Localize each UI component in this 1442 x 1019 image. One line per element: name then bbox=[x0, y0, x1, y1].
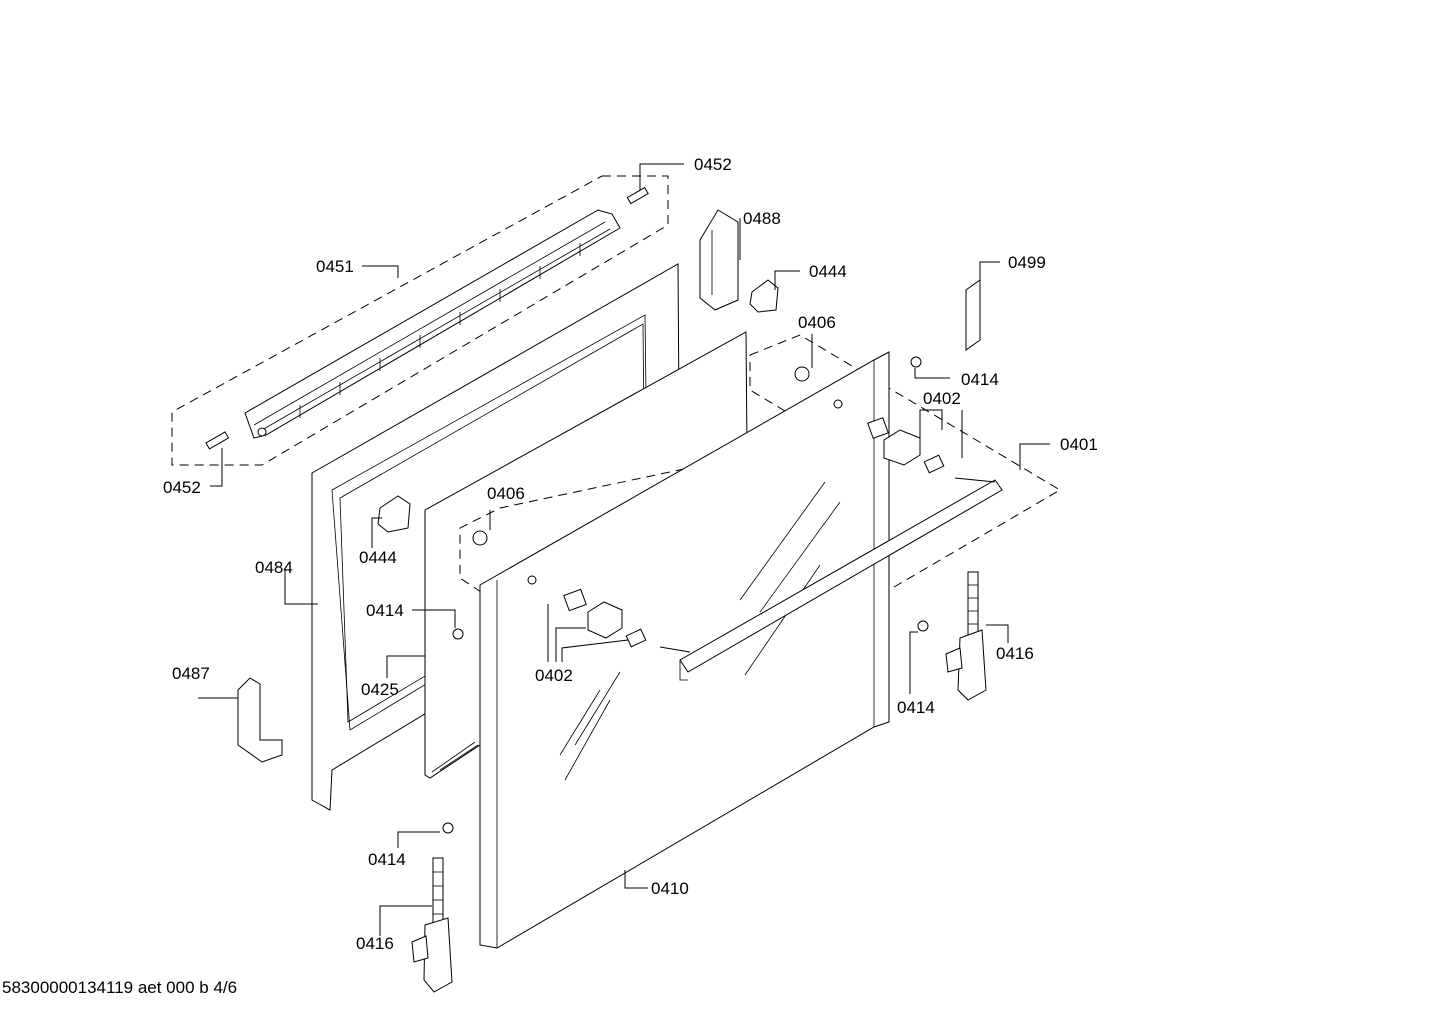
label-0414-right: 0414 bbox=[961, 370, 999, 389]
cap-0414-bottom bbox=[442, 822, 454, 834]
label-0402-right: 0402 bbox=[923, 389, 961, 408]
label-0402-mid: 0402 bbox=[535, 666, 573, 685]
door-glass-group-outline bbox=[459, 334, 1061, 719]
clip-0444-top bbox=[749, 279, 779, 313]
leader-lines bbox=[198, 163, 1050, 936]
label-0488: 0488 bbox=[743, 209, 781, 228]
bracket-0488 bbox=[699, 209, 739, 311]
clip-0444-mid bbox=[377, 495, 411, 533]
label-0484: 0484 bbox=[255, 558, 293, 577]
label-0414-lowright: 0414 bbox=[897, 698, 935, 717]
label-0425: 0425 bbox=[361, 680, 399, 699]
bracket-0402-right bbox=[867, 417, 945, 474]
pin-0452-top bbox=[626, 186, 649, 205]
trim-strip-0451 bbox=[244, 209, 621, 439]
hinge-0416-right bbox=[945, 571, 987, 701]
label-0406-top: 0406 bbox=[798, 313, 836, 332]
document-footer-id: 58300000134119 aet 000 b 4/6 bbox=[2, 978, 238, 997]
cap-0414-lowright bbox=[917, 620, 929, 632]
label-0452-top: 0452 bbox=[694, 155, 732, 174]
part-labels: 0452 0488 0451 0444 0499 0406 0414 0402 … bbox=[163, 155, 1098, 953]
spacer-0406-mid bbox=[472, 530, 488, 546]
trim-strip-group-outline bbox=[171, 175, 669, 466]
label-0487: 0487 bbox=[172, 664, 210, 683]
label-0414-bottom: 0414 bbox=[368, 850, 406, 869]
label-0452-left: 0452 bbox=[163, 478, 201, 497]
label-0406-mid: 0406 bbox=[487, 484, 525, 503]
door-glass-0410 bbox=[479, 351, 890, 949]
label-0416-bottom: 0416 bbox=[356, 934, 394, 953]
cap-0414-mid bbox=[452, 628, 464, 640]
label-0451: 0451 bbox=[316, 257, 354, 276]
bracket-0402-mid bbox=[563, 588, 647, 648]
label-0414-mid: 0414 bbox=[366, 601, 404, 620]
label-0444-mid: 0444 bbox=[359, 548, 397, 567]
spacer-0406-top bbox=[794, 366, 810, 382]
label-0416-right: 0416 bbox=[996, 644, 1034, 663]
label-0499: 0499 bbox=[1008, 253, 1046, 272]
label-0410: 0410 bbox=[651, 879, 689, 898]
label-0444-top: 0444 bbox=[809, 262, 847, 281]
hinge-0416-bottom bbox=[411, 857, 453, 993]
label-0401: 0401 bbox=[1060, 435, 1098, 454]
label-0499 bbox=[965, 279, 981, 351]
bracket-0487 bbox=[237, 677, 283, 763]
door-handle bbox=[659, 477, 1003, 681]
pin-0452-left bbox=[205, 431, 230, 450]
cap-0414-right bbox=[910, 356, 922, 368]
